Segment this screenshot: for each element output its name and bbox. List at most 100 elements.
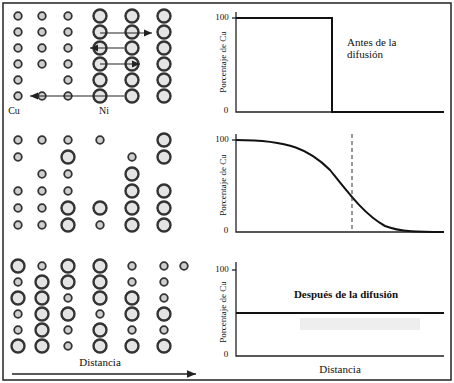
cu-atom [14,60,22,68]
ni-atom [126,10,139,23]
ni-atom [62,151,75,164]
axis-title: Porcentaje de Cu [219,281,229,342]
cu-atom [128,262,136,270]
ni-atom [126,185,139,198]
cu-atom [14,221,22,229]
ni-atom [126,74,139,87]
ni-atom [158,219,171,232]
ni-atom [62,276,75,289]
cu-atom [96,221,104,229]
graph-axes [232,12,444,356]
axis-tick: 0 [224,106,229,116]
ni-atom [36,276,49,289]
element-label: Cu [8,105,20,116]
state-label: Después de la difusión [294,288,398,300]
uniform-profile [236,312,444,314]
axis-title: Distancia [79,356,121,368]
cu-atom [14,28,22,36]
ni-atom [126,308,139,321]
ni-atom [158,151,171,164]
cu-atom [128,153,136,161]
ni-atom [94,26,107,39]
ni-atom [62,260,75,273]
ni-atom [62,308,75,321]
ni-atom [126,90,139,103]
cu-atom [14,76,22,84]
cu-atom [160,326,168,334]
shade [300,318,420,330]
cu-atom [14,187,22,195]
ni-atom [158,74,171,87]
ni-atom [126,42,139,55]
ni-atom [126,340,139,353]
cu-atom [38,187,46,195]
cu-atom [64,294,72,302]
ni-atom [36,324,49,337]
frame [3,3,451,380]
ni-atom [158,90,171,103]
ni-atom [158,340,171,353]
distance-arrow [12,373,196,374]
ni-atom [94,276,107,289]
atom-grid [12,10,188,353]
cu-atom [160,294,168,302]
diffusion-arrows [30,33,152,96]
ni-atom [94,340,107,353]
cu-atom [64,44,72,52]
axis-title: Distancia [319,363,361,375]
cu-atom [14,204,22,212]
axis-tick: 100 [215,13,229,23]
cu-atom [14,326,22,334]
ni-atom [94,10,107,23]
ni-atom [158,10,171,23]
cu-atom [14,278,22,286]
cu-atom [64,28,72,36]
ni-atom [62,219,75,232]
ni-atom [126,219,139,232]
cu-atom [14,136,22,144]
ni-atom [36,340,49,353]
cu-atom [14,12,22,20]
cu-atom [64,170,72,178]
ni-atom [12,340,25,353]
ni-atom [36,308,49,321]
ni-atom [158,26,171,39]
interface-line [352,134,353,232]
axis-tick: 0 [224,226,229,236]
ni-atom [94,292,107,305]
cu-atom [14,153,22,161]
cu-atom [14,92,22,100]
cu-atom [38,12,46,20]
cu-atom [96,310,104,318]
cu-atom [38,28,46,36]
cu-atom [180,262,188,270]
ni-atom [158,58,171,71]
ni-atom [62,202,75,215]
cu-atom [38,44,46,52]
axis-title: Porcentaje de Cu [219,154,229,215]
cu-atom [38,136,46,144]
ni-atom [126,26,139,39]
cu-atom [64,76,72,84]
cu-atom [64,342,72,350]
ni-atom [94,260,107,273]
state-label: Antes de la difusión [347,36,409,60]
cu-atom [14,44,22,52]
cu-atom [64,60,72,68]
element-label: Ni [99,105,109,116]
cu-atom [128,278,136,286]
ni-atom [126,168,139,181]
axis-tick: 100 [215,265,229,275]
ni-atom [158,42,171,55]
ni-atom [94,202,107,215]
cu-atom [64,136,72,144]
ni-atom [12,260,25,273]
step-profile [236,18,444,112]
ni-atom [158,202,171,215]
cu-atom [38,170,46,178]
ni-atom [158,308,171,321]
cu-atom [96,136,104,144]
axis-tick: 0 [224,350,229,360]
cu-atom [64,12,72,20]
